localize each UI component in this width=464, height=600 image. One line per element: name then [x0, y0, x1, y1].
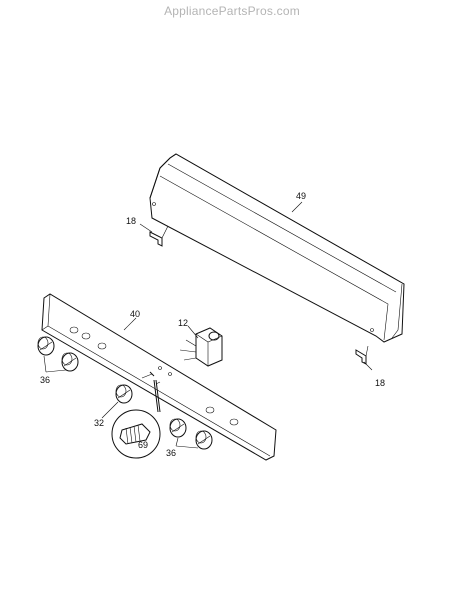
screw-detail-part[interactable]	[111, 379, 161, 459]
watermark: AppliancePartsPros.com	[164, 4, 300, 18]
callout-bracket-left: 18	[126, 216, 136, 226]
switch-part[interactable]	[179, 327, 223, 367]
bracket-right-part[interactable]	[355, 345, 369, 365]
leader-lines	[43, 201, 373, 449]
callout-backguard: 49	[296, 191, 306, 201]
callout-screw: 69	[138, 440, 148, 450]
knob-single-part[interactable]	[115, 384, 133, 404]
bracket-left-part[interactable]	[149, 225, 169, 247]
knob-left-2-part[interactable]	[61, 352, 79, 372]
callout-switch: 12	[178, 318, 188, 328]
callout-knobs-right: 36	[166, 448, 176, 458]
knob-right-2-part[interactable]	[195, 430, 213, 450]
callout-knobs-left: 36	[40, 375, 50, 385]
knob-right-1-part[interactable]	[169, 418, 187, 438]
callout-control-panel: 40	[130, 309, 140, 319]
knob-left-1-part[interactable]	[37, 336, 55, 356]
control-panel-part[interactable]	[41, 293, 277, 461]
callout-bracket-right: 18	[375, 378, 385, 388]
callout-knob-single: 32	[94, 418, 104, 428]
backguard-part[interactable]	[149, 153, 405, 343]
